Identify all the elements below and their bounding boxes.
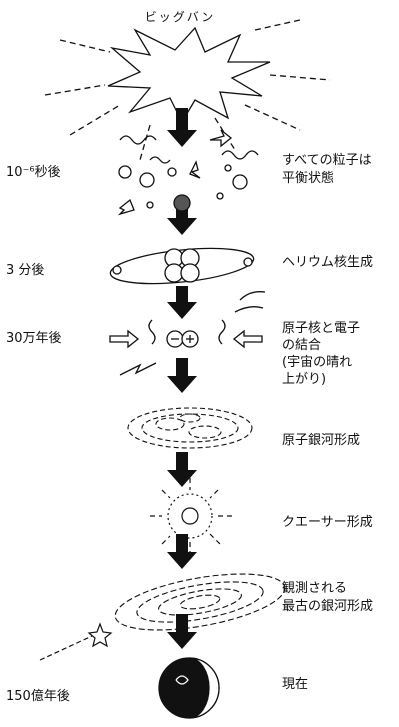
desc-present: 現在 (282, 677, 309, 692)
big-bang-burst (44, 19, 331, 161)
desc-recomb-3: (宇宙の晴れ (282, 355, 353, 370)
helium-nucleus (109, 247, 255, 285)
time-label-7: 150億年後 (6, 689, 70, 704)
desc-recomb-4: 上がり) (282, 372, 327, 387)
flow-arrows (167, 108, 197, 649)
desc-quasar: クエーサー形成 (282, 515, 373, 530)
desc-particles-1: すべての粒子は (282, 153, 372, 168)
desc-oldest-2: 最古の銀河形成 (282, 599, 374, 614)
particle-soup (117, 129, 259, 216)
spiral-galaxy (114, 573, 286, 631)
present-universe (158, 657, 220, 719)
time-label-3: 30万年後 (6, 331, 62, 346)
desc-galaxy: 原子銀河形成 (282, 433, 361, 448)
recombination-scene (109, 291, 266, 376)
proto-galaxy (127, 407, 253, 449)
desc-oldest-1: 観測される (282, 581, 348, 596)
time-label-2: 3 分後 (6, 263, 45, 278)
desc-particles-2: 平衡状態 (282, 171, 335, 186)
time-label-1: 10⁻⁶秒後 (6, 165, 61, 180)
desc-helium: ヘリウム核生成 (282, 255, 374, 270)
quasar (150, 478, 232, 556)
distant-star (39, 622, 113, 661)
desc-recomb-1: 原子核と電子 (282, 321, 361, 336)
diagram-title: ビッグバン (144, 10, 216, 24)
desc-recomb-2: の結合 (282, 338, 322, 353)
